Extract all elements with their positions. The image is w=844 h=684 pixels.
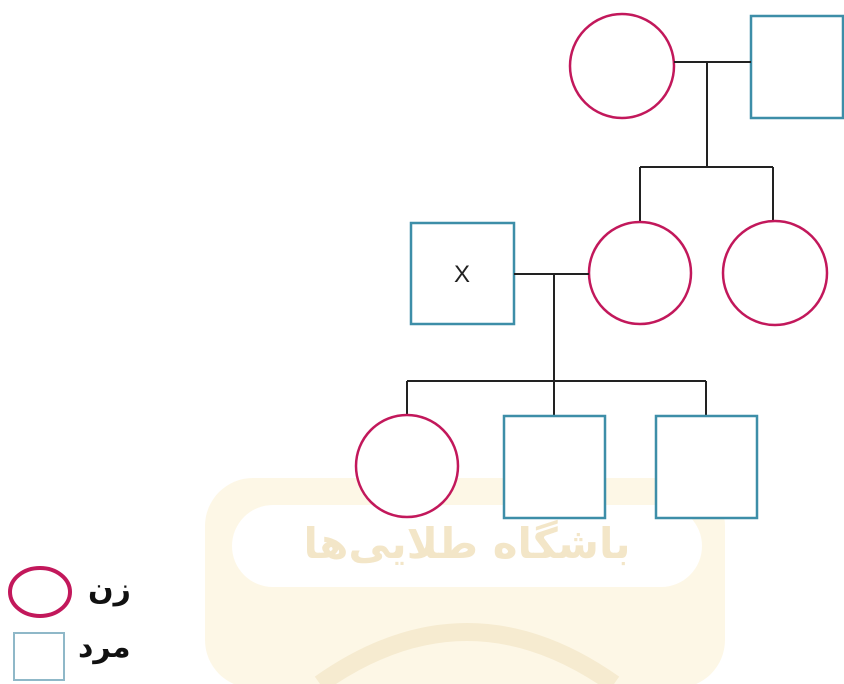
- watermark: باشگاه طلایی‌ها: [205, 478, 725, 684]
- gen3-female-symbol: [354, 413, 460, 519]
- legend-male-label: مرد: [78, 630, 131, 665]
- gen3-male-2-symbol: [654, 414, 759, 520]
- legend-female-label: زن: [88, 572, 131, 607]
- watermark-pill: [232, 505, 702, 587]
- legend-female-icon: [8, 566, 72, 618]
- gen1-male-symbol: [749, 14, 844, 120]
- gen2-male-x-label: X: [454, 261, 470, 288]
- gen1-female-symbol: [568, 12, 676, 120]
- gen2-female-sibling-symbol: [721, 219, 829, 327]
- legend-male-icon: [13, 632, 65, 681]
- watermark-text: باشگاه طلایی‌ها: [303, 519, 630, 568]
- gen3-male-1-symbol: [502, 414, 607, 520]
- watermark-globe-arc: [314, 623, 620, 684]
- gen2-female-married-symbol: [587, 220, 693, 326]
- gen2-male-x-symbol: [409, 221, 516, 326]
